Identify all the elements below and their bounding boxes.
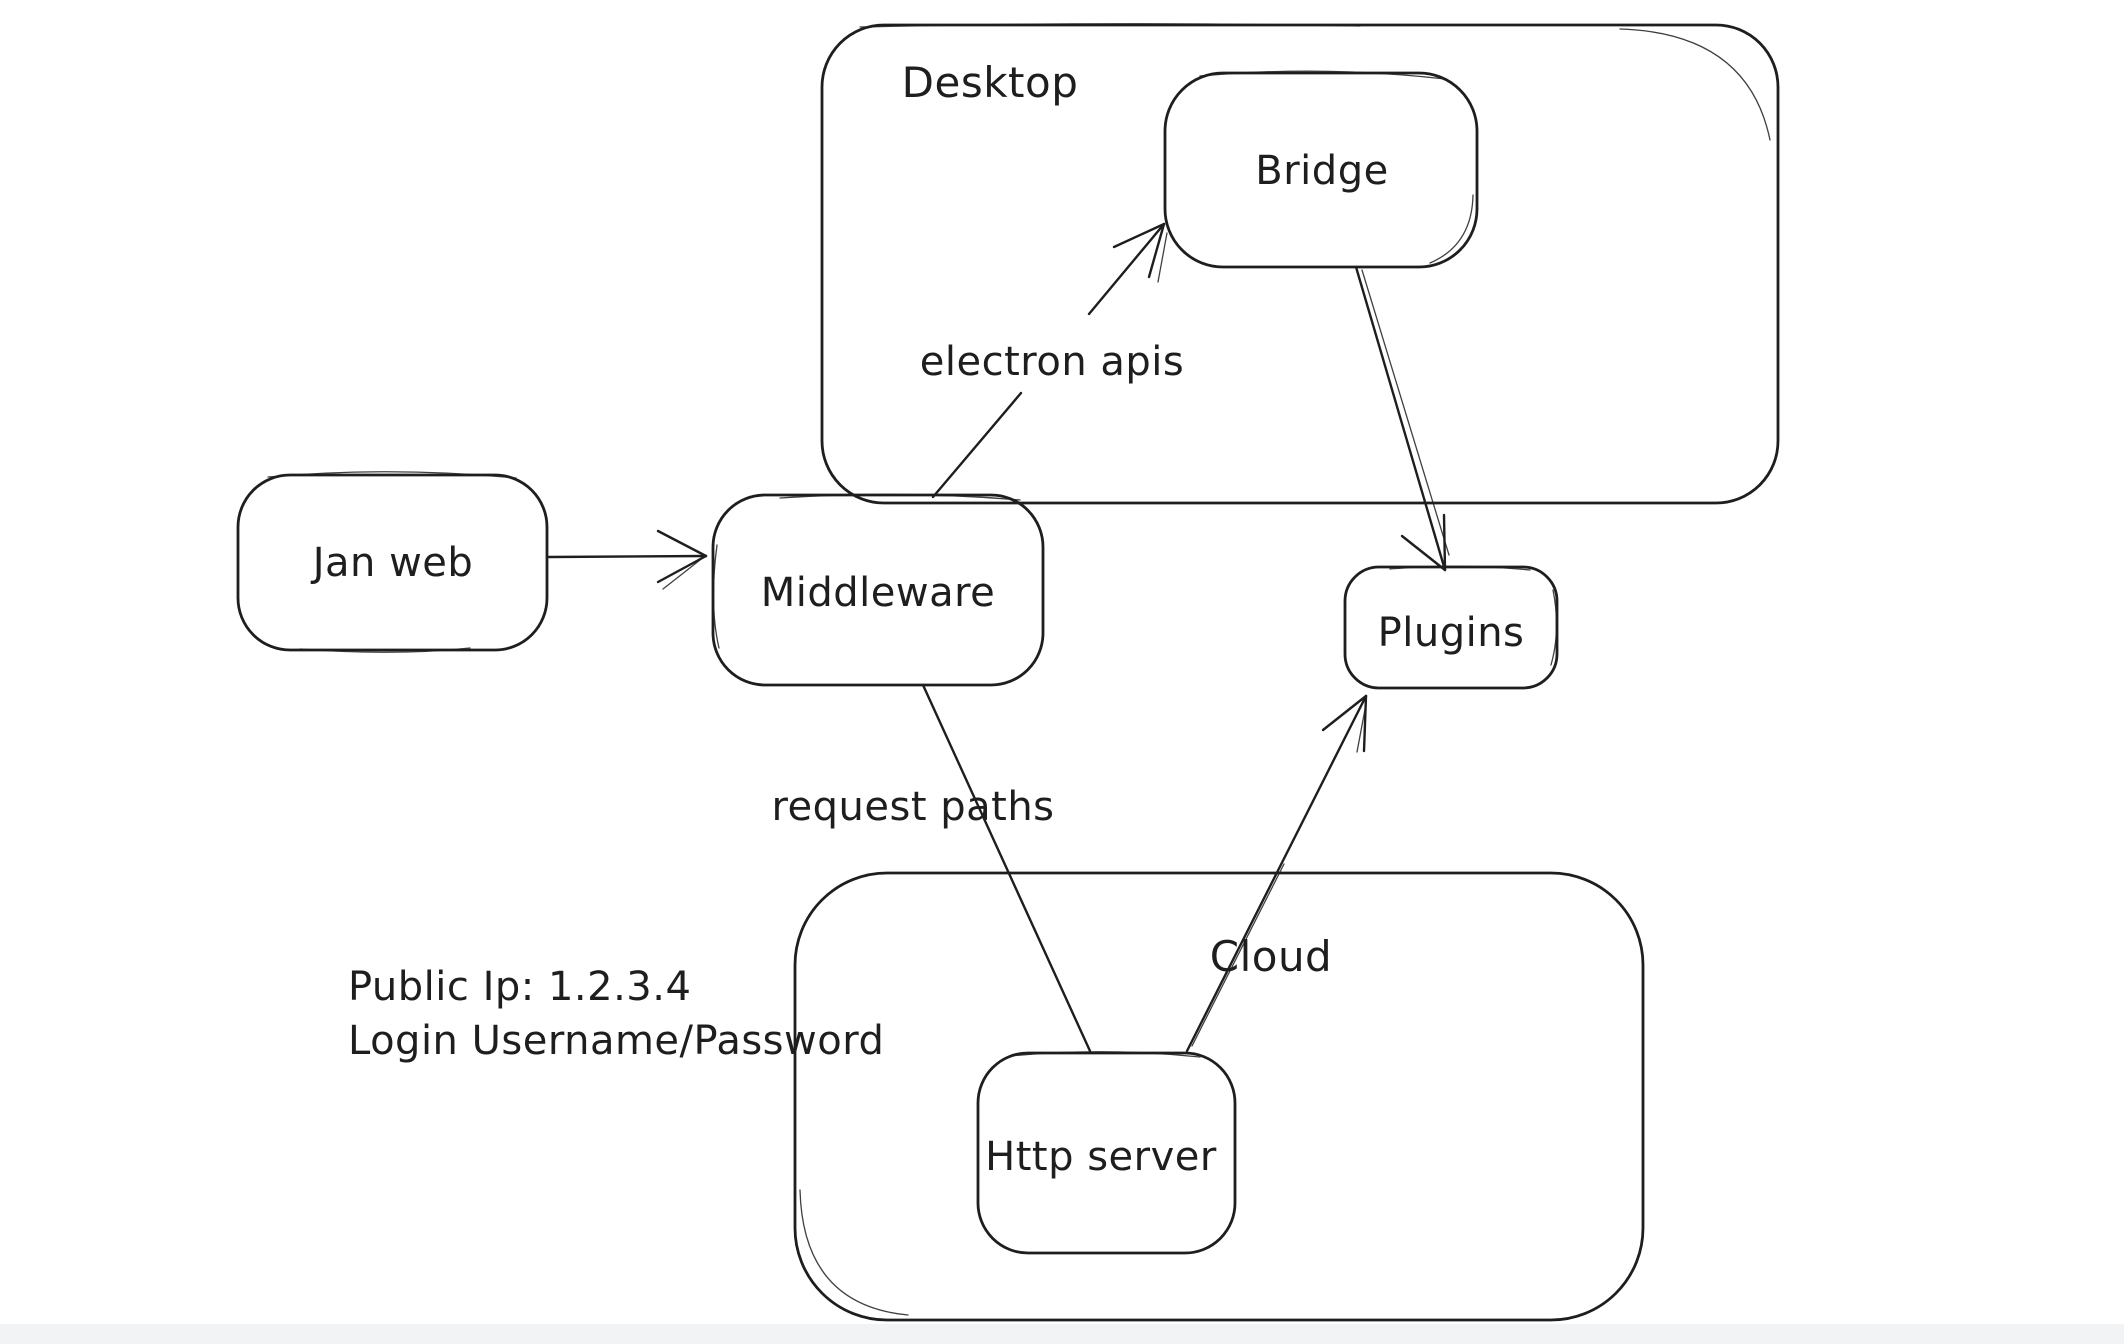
arrowhead [656, 554, 708, 584]
sketch-stroke [1389, 565, 1531, 571]
arrowhead [1400, 534, 1447, 572]
node-http-server-label[interactable]: Http server [985, 1134, 1217, 1180]
node-middleware[interactable]: Middleware [711, 493, 1045, 687]
arrowhead [1442, 513, 1447, 572]
edge-label-electron-apis[interactable]: electron apis [920, 339, 1184, 385]
arrowhead [656, 529, 708, 558]
arrow-http-server-to-plugins[interactable] [1185, 694, 1368, 1053]
sketch-stroke [1361, 269, 1450, 556]
sketch-stroke [1550, 589, 1558, 666]
sketch-stroke [1619, 28, 1771, 141]
node-bridge-label[interactable]: Bridge [1255, 148, 1388, 194]
arrow-bridge-to-plugins[interactable] [1354, 265, 1450, 572]
sketch-stroke [1009, 1051, 1201, 1058]
arrowhead [1147, 222, 1166, 279]
edge-label-request-paths[interactable]: request paths [771, 784, 1054, 830]
sketch-stroke [267, 471, 517, 479]
sketch-stroke [1199, 70, 1446, 80]
container-cloud[interactable]: Cloud [793, 871, 1645, 1322]
annotation-public-ip[interactable]: Public Ip: 1.2.3.4 [348, 964, 691, 1010]
node-http-server[interactable]: Http server [976, 1051, 1237, 1255]
container-desktop-label[interactable]: Desktop [902, 58, 1079, 107]
node-http-server-box[interactable] [976, 1051, 1237, 1255]
container-cloud-box[interactable] [793, 871, 1645, 1322]
sketch-stroke [779, 493, 1021, 501]
arrow-jan-web-to-middleware[interactable] [547, 529, 708, 590]
node-middleware-label[interactable]: Middleware [761, 570, 996, 616]
arrow-line[interactable] [1185, 694, 1368, 1053]
node-plugins-label[interactable]: Plugins [1378, 610, 1525, 656]
sketch-stroke [662, 559, 701, 590]
sketch-stroke [1429, 194, 1474, 264]
sketch-stroke [299, 647, 471, 653]
node-bridge-box[interactable] [1163, 71, 1479, 269]
arrow-line[interactable] [1087, 222, 1166, 316]
sketch-stroke [1356, 703, 1367, 753]
node-jan-web[interactable]: Jan web [236, 471, 549, 653]
container-cloud-label[interactable]: Cloud [1210, 932, 1332, 981]
container-desktop[interactable]: Desktop [820, 23, 1780, 505]
sketch-stroke [799, 1189, 909, 1316]
arrow-line[interactable] [931, 391, 1023, 499]
sketch-stroke [712, 544, 720, 649]
sketch-stroke [859, 23, 1361, 28]
sketch-stroke [1157, 232, 1168, 283]
annotation-login[interactable]: Login Username/Password [348, 1018, 884, 1064]
sketch-stroke [1191, 863, 1285, 1047]
arrow-line[interactable] [547, 554, 708, 559]
node-jan-web-label[interactable]: Jan web [310, 540, 474, 586]
arrowhead [1321, 694, 1368, 732]
annotation-credentials[interactable]: Public Ip: 1.2.3.4 Login Username/Passwo… [348, 964, 884, 1064]
node-jan-web-box[interactable] [236, 473, 549, 652]
arrow-line[interactable] [921, 683, 1092, 1053]
node-bridge[interactable]: Bridge [1163, 70, 1479, 269]
node-plugins[interactable]: Plugins [1343, 565, 1559, 690]
canvas-bottom-edge [0, 1324, 2124, 1344]
arrow-line[interactable] [1354, 265, 1447, 572]
line-middleware-to-http-server[interactable]: request paths [771, 683, 1092, 1053]
arrowhead [1112, 222, 1166, 249]
arrow-middleware-to-bridge[interactable]: electron apis [920, 222, 1184, 499]
